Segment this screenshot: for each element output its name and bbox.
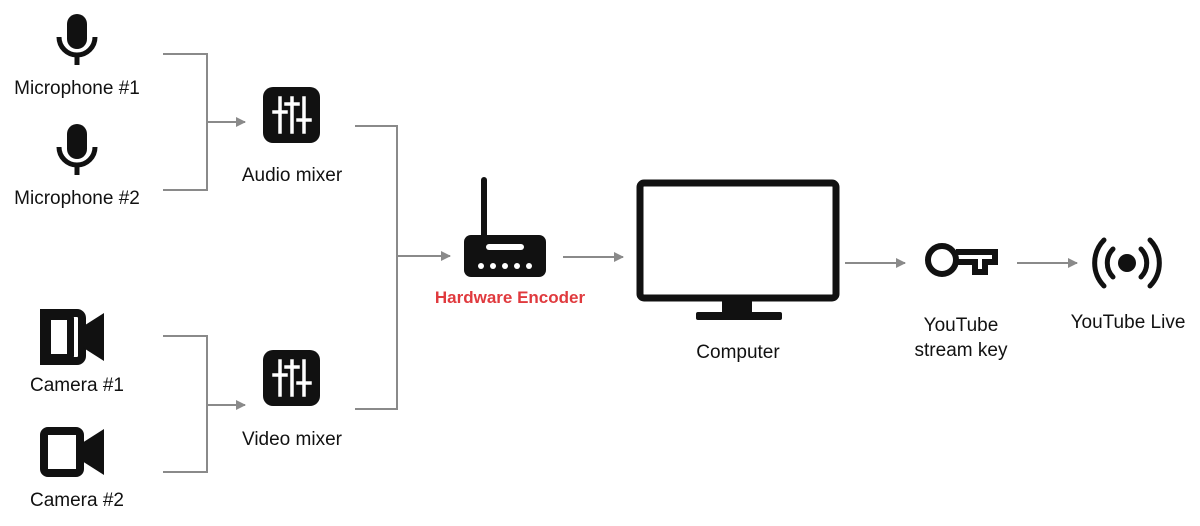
video-camera-icon [40, 309, 104, 365]
connector-video-mixer-to-encoder [355, 256, 398, 410]
stream-key-label: YouTube stream key [896, 313, 1026, 363]
connector-audio-mixer-to-encoder [355, 125, 398, 256]
mixer-sliders-icon [263, 87, 320, 143]
hardware-encoder-label: Hardware Encoder [434, 288, 586, 307]
audio-mixer-label: Audio mixer [241, 165, 343, 186]
mixer-sliders-icon [263, 350, 320, 406]
youtube-live-label: YouTube Live [1070, 312, 1186, 333]
microphone-icon [56, 124, 98, 175]
stream-key-label-line-1: YouTube [923, 315, 999, 336]
microphone-1-label: Microphone #1 [14, 78, 140, 99]
router-antenna-icon [464, 177, 546, 277]
connector-cam1-to-video-mixer [163, 335, 208, 405]
stream-key-label-line-2: stream key [914, 340, 1008, 361]
monitor-icon [636, 179, 840, 320]
video-mixer-label: Video mixer [242, 429, 342, 450]
microphone-icon [56, 14, 98, 65]
camera-2-label: Camera #2 [30, 490, 124, 511]
video-camera-icon [40, 427, 104, 477]
microphone-2-label: Microphone #2 [14, 188, 140, 209]
connector-mic1-to-audio-mixer [163, 53, 208, 122]
connector-cam2-to-video-mixer [163, 405, 208, 473]
camera-1-label: Camera #1 [30, 375, 124, 396]
computer-label: Computer [696, 342, 780, 363]
connector-mic2-to-audio-mixer [163, 122, 208, 191]
connectors [163, 53, 1078, 473]
broadcast-icon [1092, 237, 1162, 289]
key-icon [925, 243, 998, 277]
